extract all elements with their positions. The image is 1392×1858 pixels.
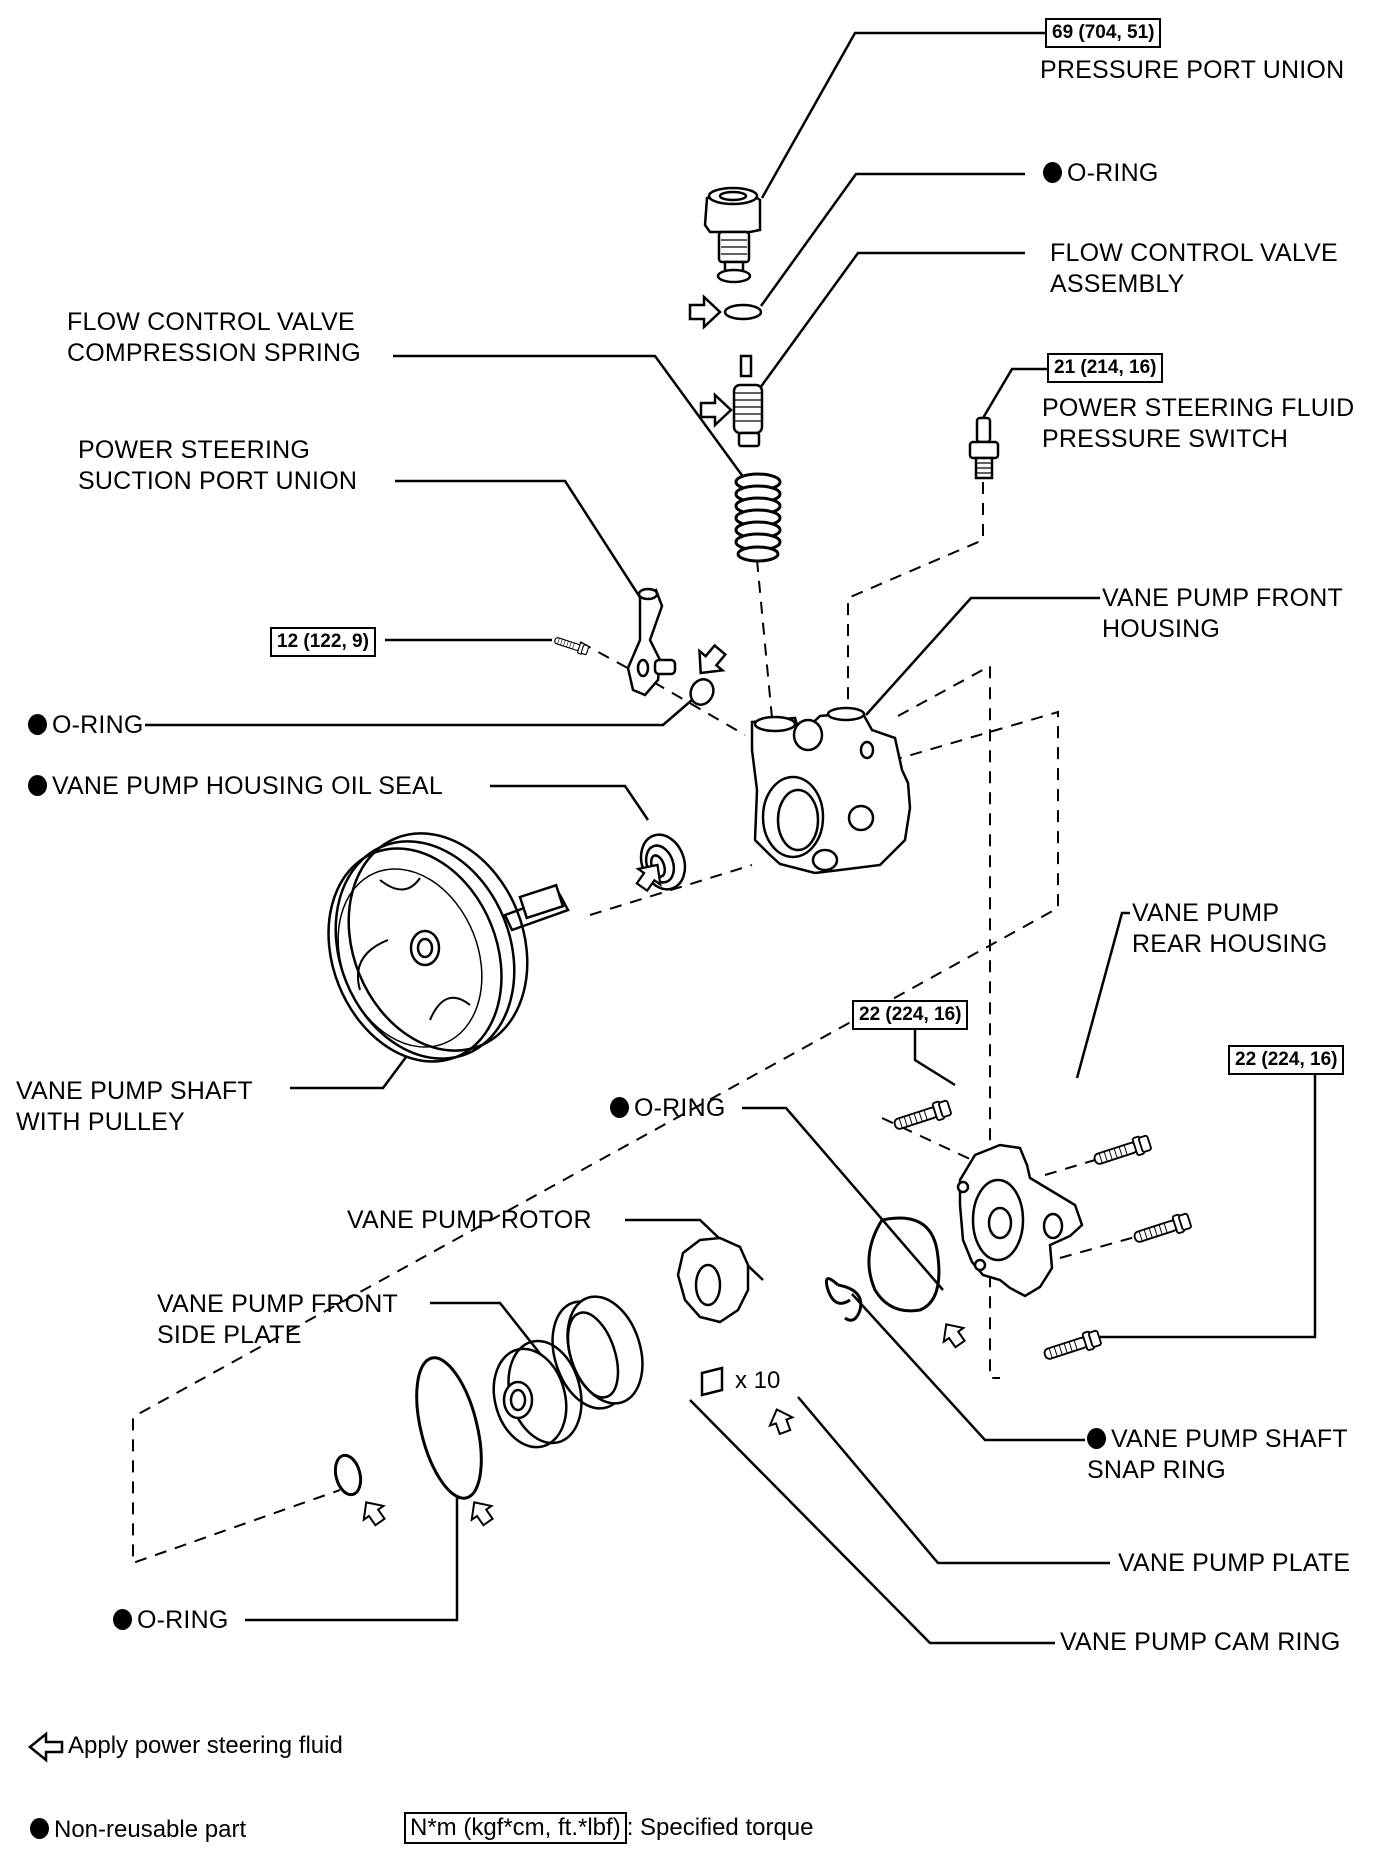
torque-pressure-switch: 21 (214, 16) <box>1047 353 1164 383</box>
vane-plate-part <box>700 1366 724 1397</box>
legend-fluid-arrow-icon <box>28 1731 64 1763</box>
suction-port-union-part <box>626 587 677 697</box>
label-flow-control-spring: FLOW CONTROL VALVE COMPRESSION SPRING <box>67 308 361 367</box>
torque-rear-bolt-single: 22 (224, 16) <box>852 1000 969 1030</box>
leader-shaft-pulley <box>290 1044 417 1090</box>
fluid-arrow-icon <box>935 1316 971 1352</box>
label-front-side-plate: VANE PUMP FRONT SIDE PLATE <box>157 1290 398 1349</box>
label-cam-ring: VANE PUMP CAM RING <box>1060 1628 1341 1656</box>
fluid-arrow-icon <box>699 393 733 427</box>
legend-torque-desc: : Specified torque <box>626 1814 814 1841</box>
non-reusable-dot-icon <box>28 714 47 735</box>
oring-bottom-text: O-RING <box>137 1606 229 1634</box>
leader-oring-bottom <box>245 1497 459 1622</box>
leader-flow-control-valve <box>758 251 1025 389</box>
legend-non-reusable: Non-reusable part <box>30 1816 246 1844</box>
legend-torque: N*m (kgf*cm, ft.*lbf): Specified torque <box>404 1812 814 1844</box>
leader-front-housing <box>865 596 1100 716</box>
fluid-arrow-icon <box>687 639 733 684</box>
label-oring-bottom: O-RING <box>113 1605 228 1636</box>
frame-b <box>132 710 1059 1565</box>
label-front-housing: VANE PUMP FRONT HOUSING <box>1102 584 1343 643</box>
oring-top-text: O-RING <box>1067 159 1159 187</box>
leader-pressure-switch <box>981 367 1047 419</box>
torque-suction-bolt: 12 (122, 9) <box>270 627 376 657</box>
leader-oil-seal <box>490 784 650 821</box>
label-suction-port-union: POWER STEERING SUCTION PORT UNION <box>78 436 358 495</box>
label-oring-top: O-RING <box>1043 158 1158 189</box>
leader-pressure-port-union <box>760 31 1045 199</box>
non-reusable-dot-icon <box>30 1818 49 1839</box>
fluid-arrow-icon <box>355 1494 391 1530</box>
label-flow-control-valve: FLOW CONTROL VALVE ASSEMBLY <box>1050 239 1338 298</box>
fluid-arrow-icon <box>688 295 722 329</box>
leader-snap-ring <box>851 1293 1085 1442</box>
oring-suction-text: O-RING <box>52 711 144 739</box>
axis-spring <box>756 559 773 719</box>
front-side-plate-part <box>492 1339 583 1449</box>
oring-rear-text: O-RING <box>634 1094 726 1122</box>
oring-top-part <box>723 303 763 321</box>
rear-housing-part <box>956 1143 1084 1298</box>
shaft-pulley-part <box>327 832 570 1063</box>
leader-suction-port-union <box>395 479 645 603</box>
legend-non-reusable-text: Non-reusable part <box>54 1816 247 1843</box>
label-rear-housing: VANE PUMP REAR HOUSING <box>1132 899 1328 958</box>
label-pressure-switch: POWER STEERING FLUID PRESSURE SWITCH <box>1042 394 1355 453</box>
non-reusable-dot-icon <box>1043 162 1062 183</box>
cam-ring-part <box>551 1295 644 1410</box>
oring-small-part <box>333 1453 363 1497</box>
fluid-arrow-icon <box>764 1404 798 1438</box>
torque-rear-bolts-triple: 22 (224, 16) <box>1228 1045 1345 1075</box>
leader-cam-ring <box>689 1399 1055 1645</box>
snap-ring-text: VANE PUMP SHAFT SNAP RING <box>1087 1425 1348 1484</box>
torque-pressure-port-union: 69 (704, 51) <box>1045 18 1162 48</box>
leader-flow-control-spring <box>393 354 762 501</box>
label-housing-oil-seal: VANE PUMP HOUSING OIL SEAL <box>28 771 443 802</box>
non-reusable-dot-icon <box>610 1097 629 1118</box>
axis-bolt-single <box>881 1117 973 1161</box>
non-reusable-dot-icon <box>28 775 47 796</box>
pressure-switch-part <box>968 416 1000 480</box>
label-oring-suction: O-RING <box>28 710 143 741</box>
non-reusable-dot-icon <box>113 1609 132 1630</box>
flow-control-valve-part <box>732 354 764 448</box>
pressure-port-union-part <box>703 186 762 284</box>
leader-oring-rear <box>742 1106 944 1291</box>
axis-pressure-switch <box>847 482 984 720</box>
oring-large-part <box>415 1356 483 1500</box>
legend-torque-units: N*m (kgf*cm, ft.*lbf) <box>404 1812 627 1844</box>
vane-plate-quantity: x 10 <box>735 1367 781 1394</box>
housing-oil-seal-text: VANE PUMP HOUSING OIL SEAL <box>52 772 443 800</box>
label-pressure-port-union: PRESSURE PORT UNION <box>1040 56 1345 84</box>
rotor-part <box>676 1236 750 1324</box>
leader-rear-housing <box>1075 911 1130 1079</box>
legend-apply-fluid: Apply power steering fluid <box>68 1732 343 1759</box>
front-housing-part <box>750 706 912 875</box>
fluid-arrow-icon <box>463 1494 499 1530</box>
label-vane-plate: VANE PUMP PLATE <box>1118 1549 1351 1577</box>
leader-oring-suction <box>145 686 708 727</box>
label-snap-ring: VANE PUMP SHAFT SNAP RING <box>1087 1424 1348 1486</box>
oring-suction-part <box>689 678 715 706</box>
leader-rear-bolt-single <box>913 1030 956 1087</box>
leader-oring-top <box>759 172 1025 307</box>
compression-spring-part <box>734 472 782 563</box>
non-reusable-dot-icon <box>1087 1428 1106 1449</box>
snap-ring-part <box>824 1277 863 1322</box>
axis-bolt-2 <box>1059 1236 1136 1259</box>
label-oring-rear: O-RING <box>610 1093 725 1124</box>
label-shaft-pulley: VANE PUMP SHAFT WITH PULLEY <box>16 1077 253 1136</box>
oring-rear-part <box>867 1216 941 1313</box>
leader-vane-plate <box>797 1396 1110 1565</box>
leader-lines <box>145 31 1317 1645</box>
label-rotor: VANE PUMP ROTOR <box>347 1206 592 1234</box>
parts <box>327 186 1193 1500</box>
frame-a <box>897 664 1000 1379</box>
axis-bolt-1 <box>1044 1159 1096 1176</box>
leader-rear-bolts-triple <box>1100 1050 1317 1339</box>
